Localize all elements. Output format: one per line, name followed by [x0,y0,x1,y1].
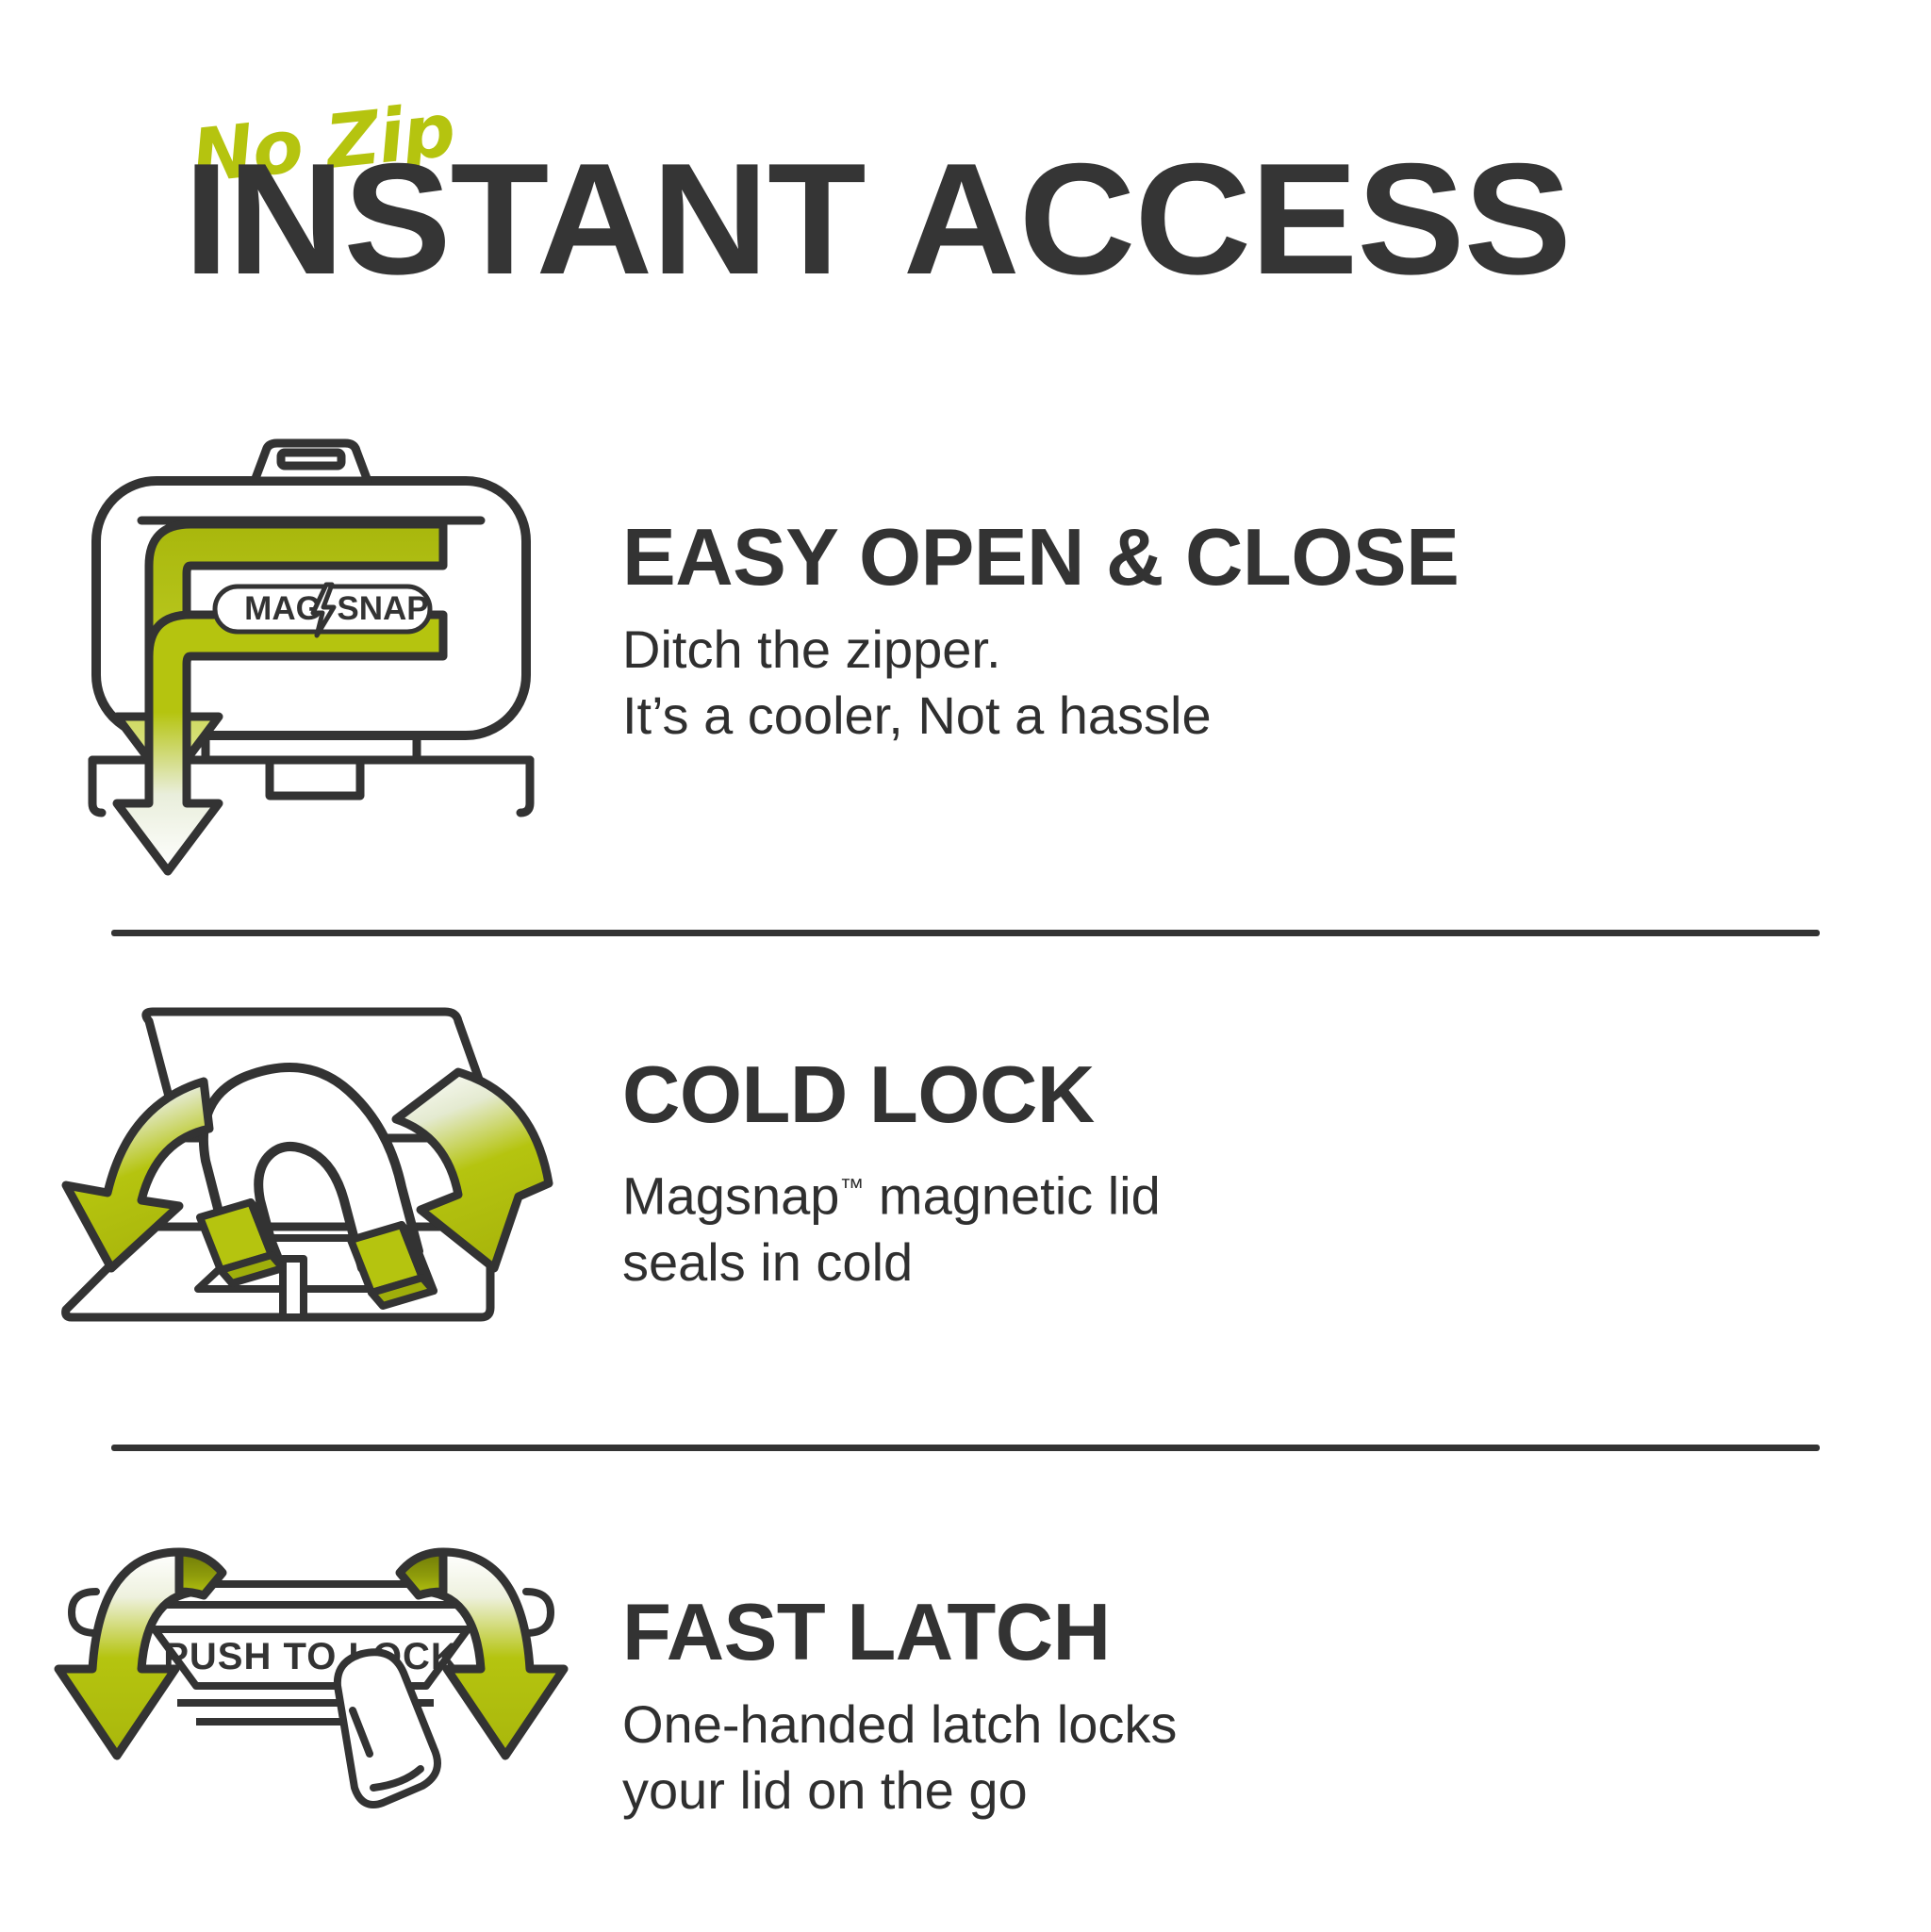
feature-section-cold-lock: COLD LOCK Magsnap™ magnetic lid seals in… [0,985,1931,1362]
feature-body-line2: It’s a cooler, Not a hassle [622,685,1212,745]
magnet-arrow-right [391,1067,553,1273]
feature-text-fast-latch: FAST LATCH One-handed latch locks your l… [622,1590,1931,1824]
feature-body-line1: One-handed latch locks [622,1694,1178,1754]
feature-title-cold-lock: COLD LOCK [622,1050,1095,1141]
push-to-lock-label: PUSH TO LOCK [163,1636,459,1677]
latch-arrow-right [395,1547,569,1760]
divider-1 [111,930,1820,936]
feature-body-line2: your lid on the go [622,1760,1028,1820]
finger-icon [333,1648,441,1808]
feature-title-fast-latch: FAST LATCH [622,1588,1111,1677]
cooler-magsnap-icon: MAG SNAP [0,434,622,876]
latch-side-clips [67,1588,555,1637]
feature-body-cold-lock: Magsnap™ magnetic lid seals in cold [622,1154,1931,1296]
divider-2 [111,1445,1820,1451]
feature-body-easy-open-close: Ditch the zipper. It’s a cooler, Not a h… [622,617,1931,749]
magnet-arrow-left [61,1077,214,1273]
magnet-pole-right [347,1221,437,1310]
header: No Zip INSTANT ACCESS [0,0,1931,339]
lightning-bolt-icon [310,582,337,638]
cooler-handle [250,438,372,486]
trademark-symbol: ™ [839,1173,865,1202]
magsnap-badge: MAG SNAP [212,582,433,638]
feature-text-easy-open-close: EASY OPEN & CLOSE Ditch the zipper. It’s… [622,515,1931,749]
latch-illustration: PUSH TO LOCK [54,1547,569,1808]
magsnap-badge-left: MAG [244,590,322,627]
feature-body-line1: Ditch the zipper. [622,619,1001,679]
feature-text-cold-lock: COLD LOCK Magsnap™ magnetic lid seals in… [622,1052,1931,1296]
feature-section-easy-open-close: MAG SNAP EASY OPEN & CLOSE Ditch the zip… [0,434,1931,876]
magnet-lid-illustration [61,1007,553,1322]
feature-body-brand: Magsnap [622,1165,840,1226]
rotation-arrow-up [112,520,448,789]
cooler-magsnap-illustration: MAG SNAP [88,438,535,876]
feature-body-line1-rest: magnetic lid [864,1165,1161,1226]
feature-body-fast-latch: One-handed latch locks your lid on the g… [622,1692,1931,1824]
horseshoe-magnet-lid-icon [0,985,622,1362]
page-title: INSTANT ACCESS [184,130,1572,307]
feature-section-fast-latch: PUSH TO LOCK FA [0,1509,1931,1905]
rotation-arrow-down [112,610,448,876]
feature-title-easy-open-close: EASY OPEN & CLOSE [622,513,1460,603]
magnet-pole-left [196,1198,287,1287]
latch-arrow-left [54,1547,227,1760]
push-to-lock-latch-icon: PUSH TO LOCK [0,1509,622,1905]
magsnap-badge-right: SNAP [337,590,428,627]
feature-body-line2: seals in cold [622,1231,914,1292]
